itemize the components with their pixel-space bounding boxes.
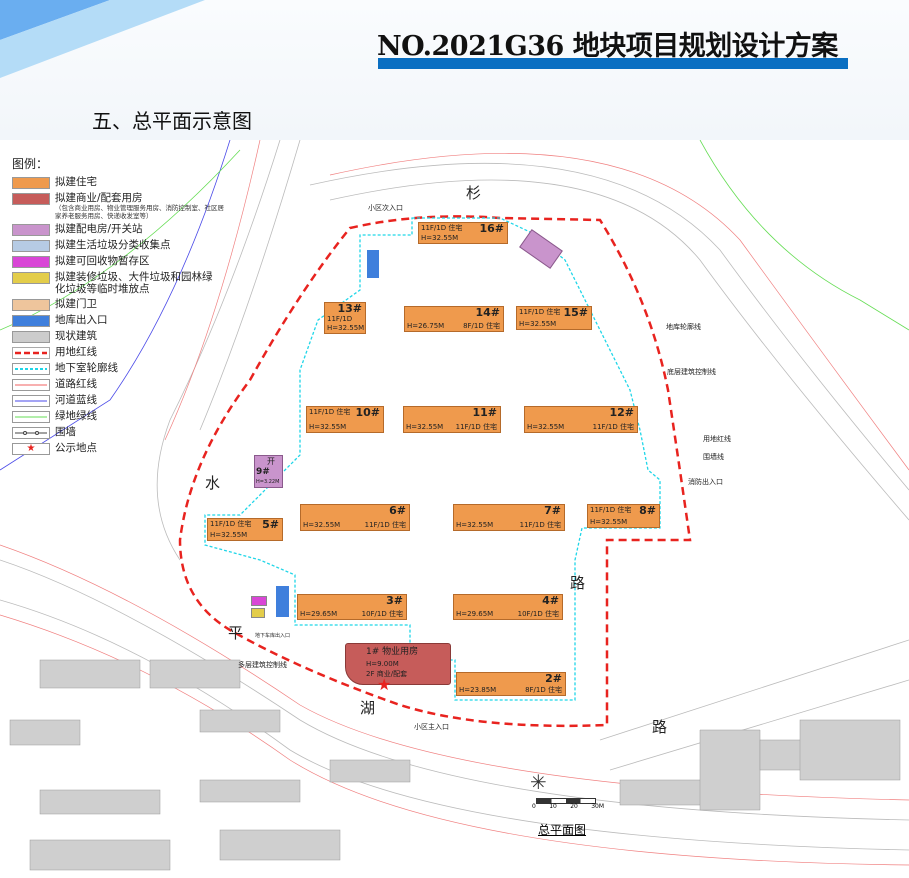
legend-item-guard: 拟建门卫 (12, 298, 230, 311)
legend-swatch (12, 315, 50, 327)
legend: 图例： 拟建住宅 拟建商业/配套用房（包含商业用房、物业管理服务用房、消防控制室… (12, 155, 230, 458)
legend-item-commercial: 拟建商业/配套用房（包含商业用房、物业管理服务用房、消防控制室、社区居家养老服务… (12, 192, 230, 220)
legend-swatch (12, 299, 50, 311)
road-name-shan: 杉 (466, 184, 482, 202)
legend-heading: 图例： (12, 157, 49, 171)
commercial-height: H=9.00M (366, 660, 399, 668)
legend-item-residential: 拟建住宅 (12, 176, 230, 189)
legend-item-garbage: 拟建生活垃圾分类收集点 (12, 239, 230, 252)
temp-waste-area (251, 608, 265, 618)
north-arrow-icon: ✳ (530, 770, 547, 794)
road-name-lu: 路 (652, 718, 668, 736)
legend-item-road-redline: 道路红线 (12, 378, 230, 391)
road-name-lu: 路 (570, 574, 586, 592)
header-swoosh (0, 0, 205, 78)
legend-swatch (12, 411, 50, 423)
annotation-redline: 用地红线 (703, 435, 731, 443)
legend-item-river-blueline: 河道蓝线 (12, 394, 230, 407)
site-plan-drawing (0, 140, 909, 871)
legend-swatch (12, 177, 50, 189)
annotation-podium: 底层建筑控制线 (667, 368, 716, 376)
legend-swatch (12, 224, 50, 236)
annotation-main-entry: 小区主入口 (414, 723, 449, 731)
legend-swatch (12, 379, 50, 391)
legend-swatch (12, 272, 50, 284)
legend-swatch (12, 240, 50, 252)
title-underline (378, 58, 848, 69)
legend-swatch (12, 256, 50, 268)
road-name-hu: 湖 (360, 699, 376, 717)
legend-label: 拟建商业/配套用房 (55, 192, 143, 204)
legend-item-greenline: 绿地绿线 (12, 410, 230, 423)
annotation-multi: 多层建筑控制线 (238, 661, 287, 669)
commercial-label: 1# 物业用房 (366, 647, 419, 657)
legend-swatch (12, 363, 50, 375)
legend-note: （包含商业用房、物业管理服务用房、消防控制室、社区居家养老服务用房、快递收发室等… (55, 204, 224, 220)
legend-swatch (12, 347, 50, 359)
header-background (0, 0, 909, 140)
legend-swatch (12, 395, 50, 407)
road-name-ping: 平 (228, 624, 244, 642)
annotation-wall: 围墙线 (703, 453, 724, 461)
building-1-commercial: 1# 物业用房 H=9.00M 2F 商业/配套 (345, 643, 451, 685)
road-name-shui: 水 (205, 474, 221, 492)
plan-caption: 总平面图 (538, 823, 587, 837)
annotation-fire-entry: 消防出入口 (688, 478, 723, 486)
legend-item-notice-point: ★公示地点 (12, 442, 230, 455)
annotation-basement: 地库轮廓线 (666, 323, 701, 331)
legend-item-site-redline: 用地红线 (12, 346, 230, 359)
legend-item-temp-waste: 拟建装修垃圾、大件垃圾和园林绿化垃圾等临时堆放点 (12, 271, 230, 295)
star-icon: ★ (12, 443, 50, 455)
legend-swatch (12, 427, 50, 439)
garage-entry-north (367, 250, 379, 278)
annotation-garage-entry: 地下车库出入口 (255, 633, 291, 639)
page-title: NO.2021G36 地块项目规划设计方案 (377, 31, 838, 62)
recyclable-area (251, 596, 267, 606)
legend-item-garage-entry: 地库出入口 (12, 314, 230, 327)
legend-item-recyclable: 拟建可回收物暂存区 (12, 255, 230, 268)
notice-point-star-icon: ★ (377, 675, 392, 694)
section-title: 五、总平面示意图 (92, 109, 252, 133)
garage-entry-south (276, 586, 289, 617)
legend-item-existing: 现状建筑 (12, 330, 230, 343)
legend-item-wall: 围墙 (12, 426, 230, 439)
scale-bar (536, 798, 596, 804)
legend-item-substation: 拟建配电房/开关站 (12, 223, 230, 236)
legend-swatch (12, 193, 50, 205)
legend-swatch (12, 331, 50, 343)
building-9-substation: 开 9# H=3.22M (254, 455, 283, 488)
commercial-floors: 2F 商业/配套 (366, 670, 408, 678)
legend-item-basement: 地下室轮廓线 (12, 362, 230, 375)
annotation-secondary-entry: 小区次入口 (368, 204, 403, 212)
